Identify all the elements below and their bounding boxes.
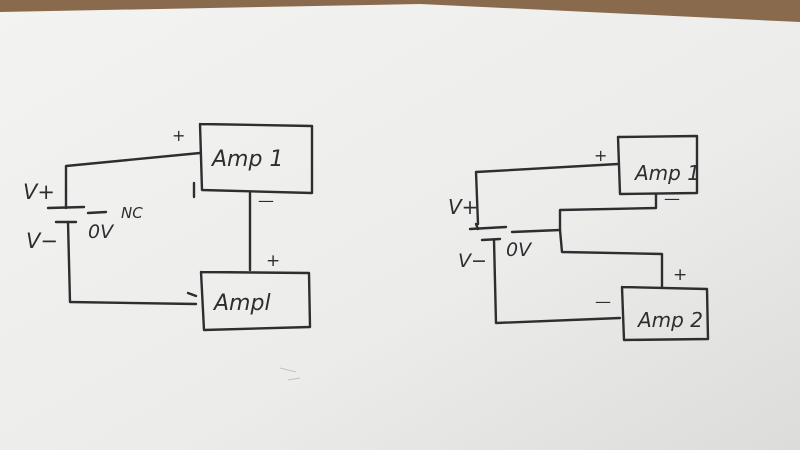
- left-amp2-plus: +: [266, 251, 280, 271]
- left-amp2-label: Ampl: [212, 291, 271, 316]
- right-circuit: Amp 1 Amp 2 + — + — V+ V− 0V: [448, 134, 710, 342]
- right-ground-label: 0V: [506, 239, 533, 261]
- left-circuit: Amp 1 Ampl + — + V+ V− 0V NC: [23, 122, 314, 332]
- right-battery-short-plate: [480, 237, 502, 242]
- left-amp1-plus: +: [172, 126, 185, 145]
- pencil-smudge: [279, 367, 301, 381]
- left-wire-vplus: [64, 151, 202, 194]
- right-vplus-label: V+: [448, 195, 478, 219]
- left-amp2-minus-mark: [186, 291, 198, 298]
- right-amp1-box: [616, 134, 699, 196]
- right-amp2-minus: —: [595, 292, 611, 311]
- left-amp2-box: [199, 270, 312, 332]
- right-amp2-box: [620, 285, 710, 342]
- right-wire-ground-to-amp1: [510, 192, 658, 234]
- left-amp1-box: [198, 122, 314, 195]
- left-nc-label: NC: [121, 204, 143, 222]
- paper: [0, 4, 800, 450]
- right-wire-ground-to-amp2: [558, 228, 664, 289]
- left-wire-vminus: [66, 220, 198, 306]
- left-ground-stub: [86, 210, 108, 215]
- right-amp1-label: Amp 1: [633, 161, 700, 185]
- right-amp2-plus: +: [673, 265, 687, 285]
- right-wire-vplus: [474, 162, 620, 226]
- left-ground-label: 0V: [88, 221, 115, 243]
- left-amp1-minus: —: [258, 191, 274, 210]
- right-wire-vminus: [492, 238, 622, 325]
- right-battery-long-plate: [468, 225, 508, 231]
- right-amp1-plus: +: [594, 146, 607, 165]
- right-battery-top-lead: [474, 222, 480, 231]
- right-amp1-minus: —: [664, 189, 680, 208]
- right-vminus-label: V−: [458, 250, 487, 272]
- right-amp2-label: Amp 2: [636, 308, 703, 332]
- left-amp1-label: Amp 1: [210, 147, 283, 172]
- left-vminus-label: V−: [26, 229, 58, 253]
- left-vplus-label: V+: [23, 180, 55, 204]
